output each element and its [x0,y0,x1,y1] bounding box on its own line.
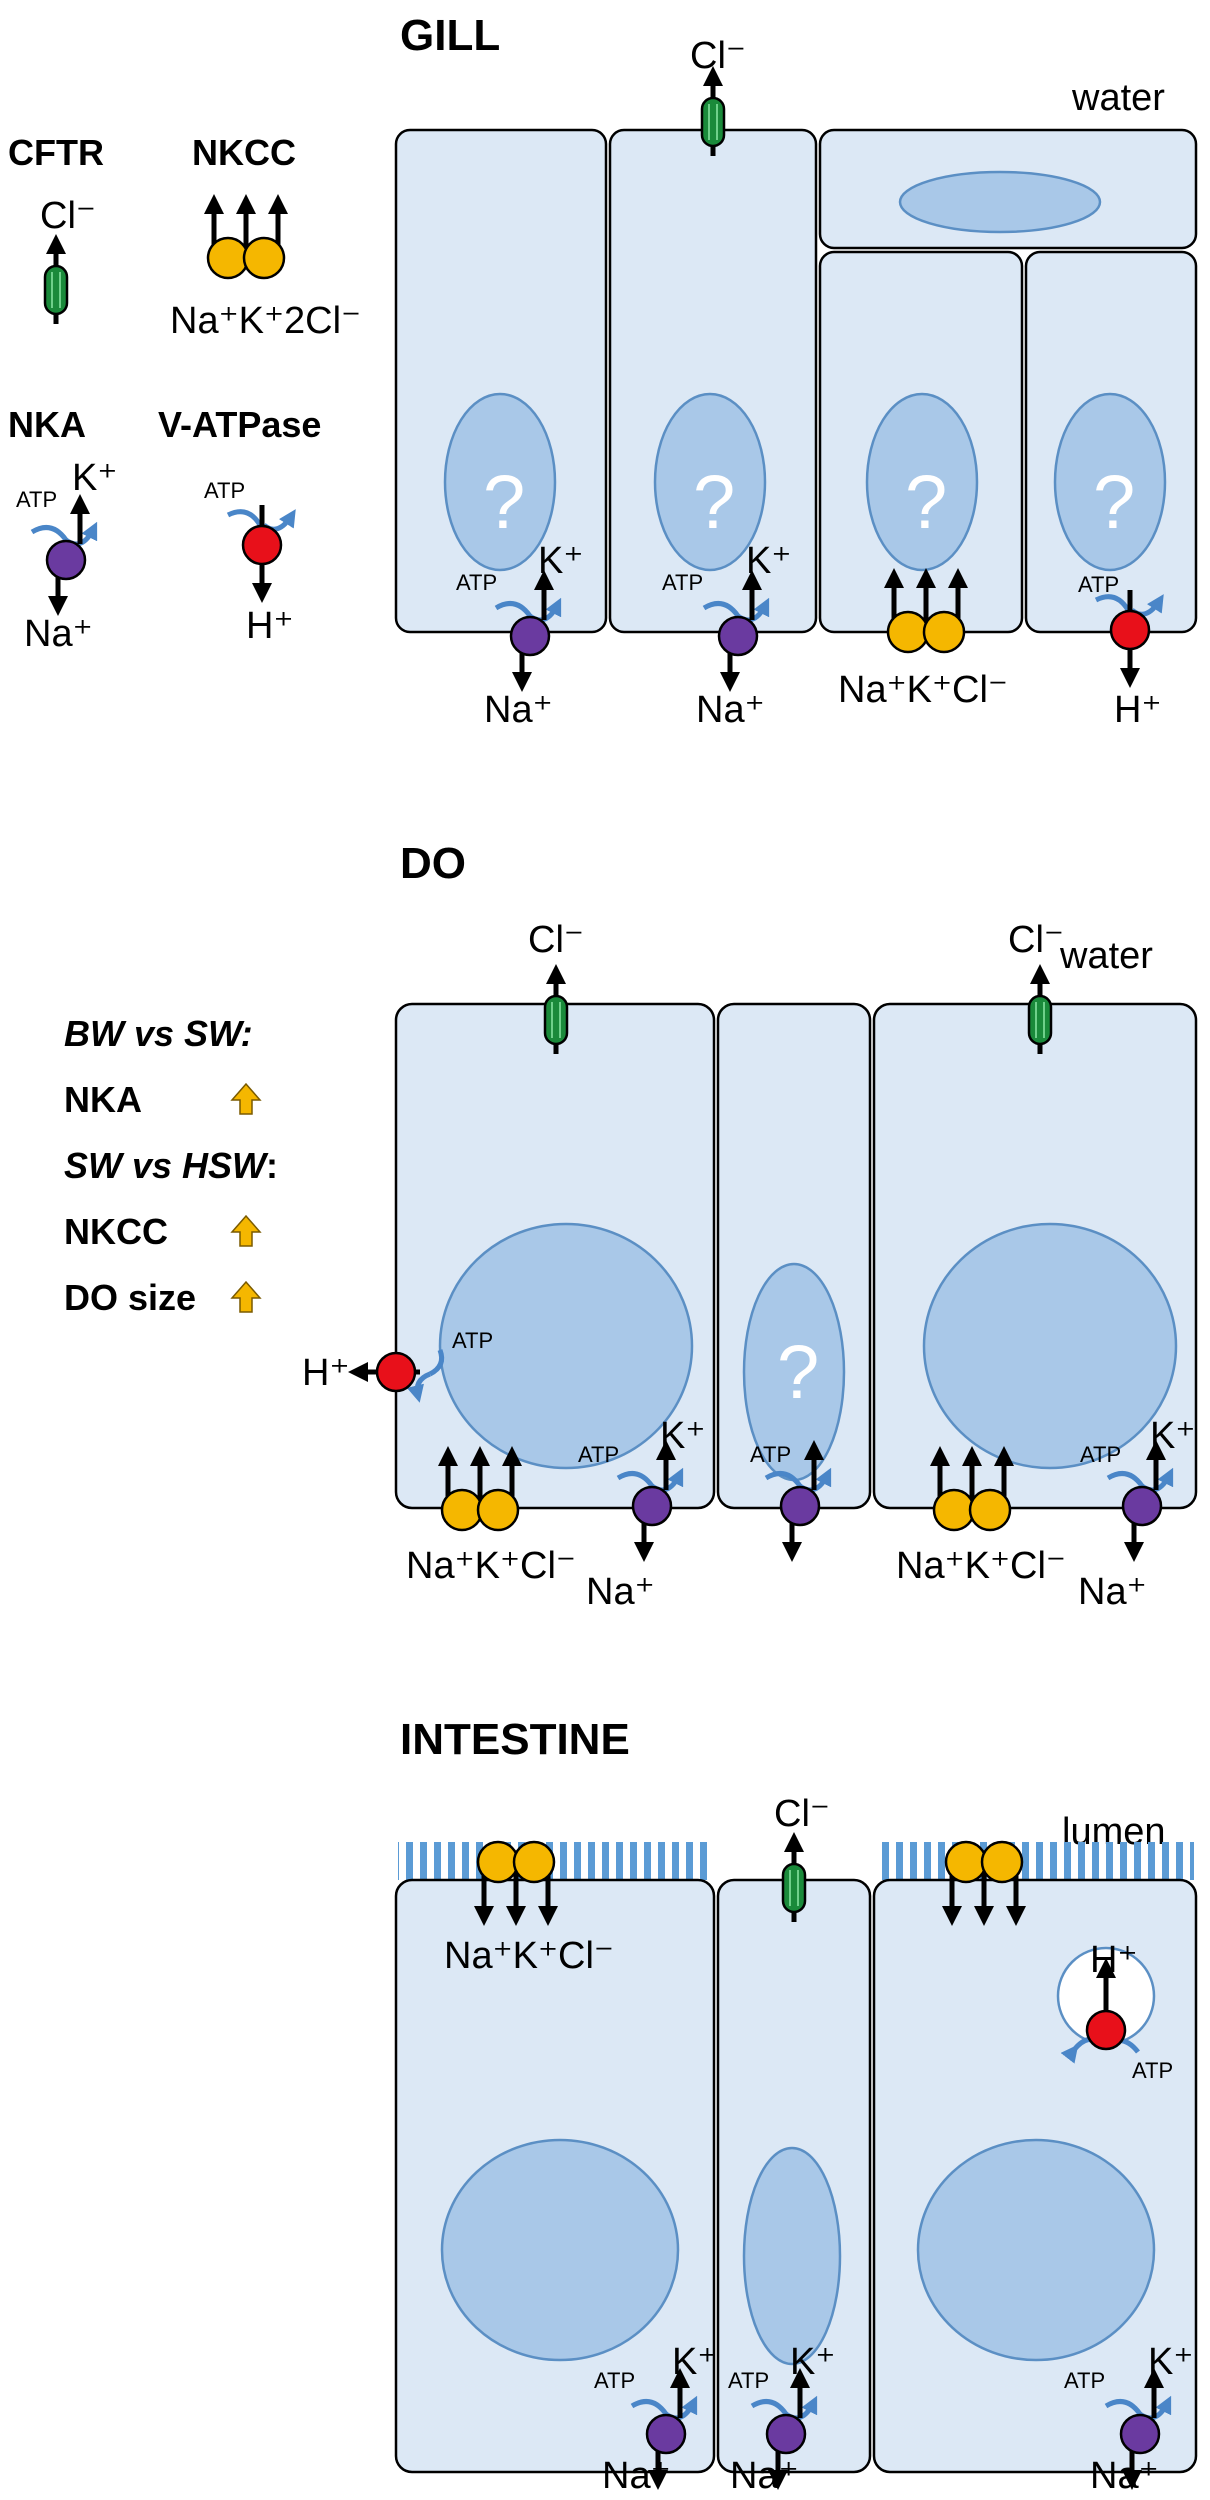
gill-k-2: K⁺ [746,540,791,582]
do-atp-3: ATP [1080,1442,1121,1467]
gill-atp-4: ATP [1078,572,1119,597]
gill-question-2: ? [693,460,735,545]
bw-vs-sw-label: BW vs SW: [64,1013,253,1054]
intestine-cftr-icon [783,1840,805,1922]
do-na-1: Na⁺ [586,1571,655,1613]
gill-pavement-nucleus [898,170,1102,234]
intestine-nucleus-2 [742,2146,842,2366]
do-nucleus-3 [922,1222,1178,1470]
intestine-panel: INTESTINE lumen Cl⁻ Na⁺K⁺Cl⁻ H⁺ ATP ATP … [394,1715,1198,2497]
do-cl-label-2: Cl⁻ [1008,919,1064,961]
gill-panel: GILL water Cl⁻ ? ? ? ? ATP K⁺ Na⁺ ATP K⁺… [394,11,1198,731]
gill-na-2: Na⁺ [696,689,765,731]
intestine-k-2: K⁺ [790,2341,835,2383]
comparison-nkcc-label: NKCC [64,1211,168,1252]
intestine-na-3: Na⁺ [1090,2455,1159,2497]
intestine-vesicle-atp: ATP [1132,2058,1173,2083]
gill-nkcc-ions: Na⁺K⁺Cl⁻ [838,669,1008,711]
do-title: DO [400,839,466,888]
intestine-atp-2: ATP [728,2368,769,2393]
gill-cl-label: Cl⁻ [690,35,746,77]
gill-na-1: Na⁺ [484,689,553,731]
up-arrow-icon [231,1215,261,1247]
do-atp-2: ATP [750,1442,791,1467]
do-vatpase-icon [348,1349,445,1403]
intestine-microvilli-2 [876,1842,1194,1880]
gill-nucleus-2 [653,392,767,572]
legend-nka-atp: ATP [16,487,57,512]
intestine-h-label: H⁺ [1090,1939,1138,1981]
intestine-vatpase-icon [1060,1958,1140,2064]
nkcc-cotransporter-icon [208,202,284,278]
cftr-channel-icon [45,242,67,324]
intestine-atp-3: ATP [1064,2368,1105,2393]
legend: CFTR NKCC Cl⁻ Na⁺K⁺2Cl⁻ NKA V-ATPase K⁺ … [8,132,361,655]
legend-vatpase-title: V-ATPase [158,404,321,445]
legend-vatpase-h: H⁺ [246,605,294,647]
gill-nucleus-4 [1053,392,1167,572]
legend-vatpase-atp: ATP [204,478,245,503]
legend-nkcc-title: NKCC [192,132,296,173]
gill-water-label: water [1071,77,1165,119]
do-nkcc-ions-1: Na⁺K⁺Cl⁻ [406,1545,576,1587]
gill-question-3: ? [905,460,947,545]
do-panel: DO water Cl⁻ Cl⁻ ? H⁺ ATP Na⁺K⁺Cl⁻ ATP K… [302,839,1198,1613]
gill-question-1: ? [483,460,525,545]
do-vatp-atp: ATP [452,1328,493,1353]
gill-title: GILL [400,11,500,60]
gill-atp-1: ATP [456,570,497,595]
gill-cftr-icon [702,74,724,156]
v-atpase-pump-icon [228,505,292,595]
intestine-atp-1: ATP [594,2368,635,2393]
do-question: ? [777,1330,819,1415]
gill-k-1: K⁺ [538,540,583,582]
do-water-label: water [1059,935,1153,977]
gill-atp-2: ATP [662,570,703,595]
intestine-nucleus-3 [916,2138,1156,2362]
intestine-nucleus-1 [440,2138,680,2362]
do-atp-1: ATP [578,1442,619,1467]
sw-vs-hsw-label: SW vs HSW: [64,1145,278,1186]
do-nucleus-1 [438,1222,694,1470]
do-cftr-icon-1 [545,972,567,1054]
intestine-na-2: Na⁺ [730,2455,799,2497]
comparison-nka-label: NKA [64,1079,142,1120]
do-cl-label-1: Cl⁻ [528,919,584,961]
do-h-label: H⁺ [302,1352,350,1394]
up-arrow-icon [231,1281,261,1313]
gill-nucleus-1 [443,392,557,572]
legend-nkcc-ions: Na⁺K⁺2Cl⁻ [170,300,361,342]
comparison-do-size-label: DO size [64,1277,196,1318]
gill-question-4: ? [1093,460,1135,545]
do-na-3: Na⁺ [1078,1571,1147,1613]
gill-h: H⁺ [1114,689,1162,731]
legend-nka-na: Na⁺ [24,613,93,655]
intestine-na-1: Na⁺ [602,2455,671,2497]
intestine-cl-label: Cl⁻ [774,1793,830,1835]
comparison-legend: BW vs SW: NKA SW vs HSW: NKCC DO size [64,1013,278,1318]
do-nkcc-ions-2: Na⁺K⁺Cl⁻ [896,1545,1066,1587]
legend-cftr-cl: Cl⁻ [40,195,96,237]
do-cftr-icon-2 [1029,972,1051,1054]
gill-nucleus-3 [865,392,979,572]
legend-cftr-title: CFTR [8,132,104,173]
nka-pump-icon [32,502,94,608]
intestine-title: INTESTINE [400,1715,630,1764]
intestine-nkcc-ions: Na⁺K⁺Cl⁻ [444,1935,614,1977]
legend-nka-title: NKA [8,404,86,445]
legend-nka-k: K⁺ [72,457,117,499]
up-arrow-icon [231,1083,261,1115]
